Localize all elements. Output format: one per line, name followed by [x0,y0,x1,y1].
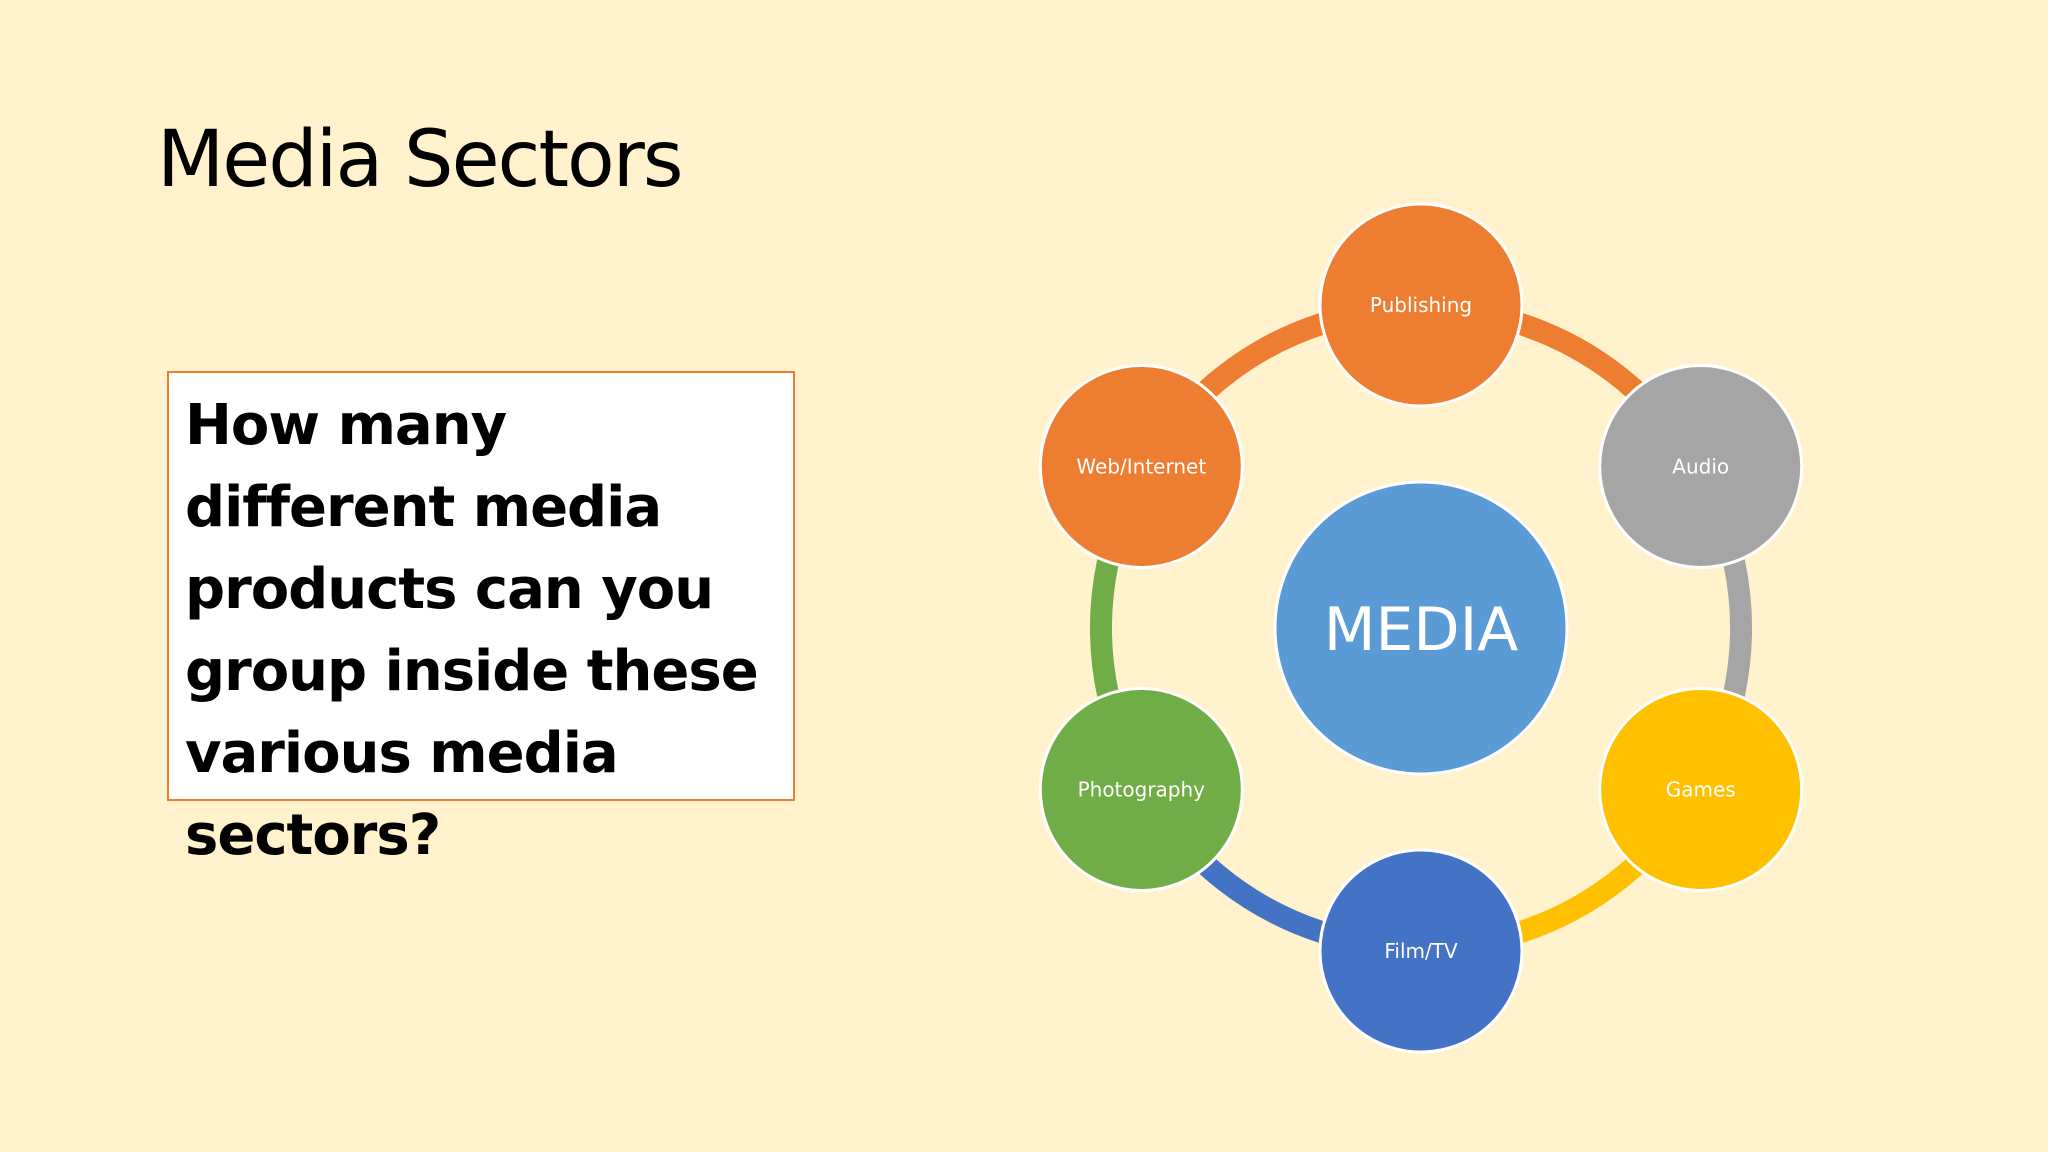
arc-web-internet-publishing [1199,313,1326,399]
center-label: MEDIA [1324,595,1519,665]
center-circle [1273,480,1569,776]
node-label-web-internet: Web/Internet [1076,455,1206,479]
center-node: MEDIA [1273,480,1569,776]
arc-photography-web-internet [1090,559,1119,697]
node-photography: Photography [1038,687,1244,892]
arc-audio-games [1723,559,1752,697]
question-text: How many different media products can yo… [185,393,759,868]
connector-arcs [1090,313,1752,943]
node-label-games: Games [1666,778,1736,802]
node-label-film-tv: Film/TV [1384,939,1458,963]
node-film-tv: Film/TV [1318,848,1524,1054]
slide-title: Media Sectors [157,115,683,205]
node-label-publishing: Publishing [1370,293,1472,317]
node-label-photography: Photography [1078,778,1206,802]
arc-games-film-tv [1516,857,1643,943]
arc-film-tv-photography [1199,857,1326,943]
node-label-audio: Audio [1672,455,1729,479]
node-games: Games [1598,687,1804,892]
node-circle-web-internet [1038,364,1244,569]
node-circle-photography [1038,687,1244,892]
node-audio: Audio [1598,364,1804,569]
node-web-internet: Web/Internet [1038,364,1244,569]
node-circle-film-tv [1318,848,1524,1054]
node-circle-audio [1598,364,1804,569]
node-publishing: Publishing [1318,202,1524,408]
node-circle-games [1598,687,1804,892]
node-circle-publishing [1318,202,1524,408]
question-box: How many different media products can yo… [167,371,795,868]
arc-publishing-audio [1516,313,1643,399]
